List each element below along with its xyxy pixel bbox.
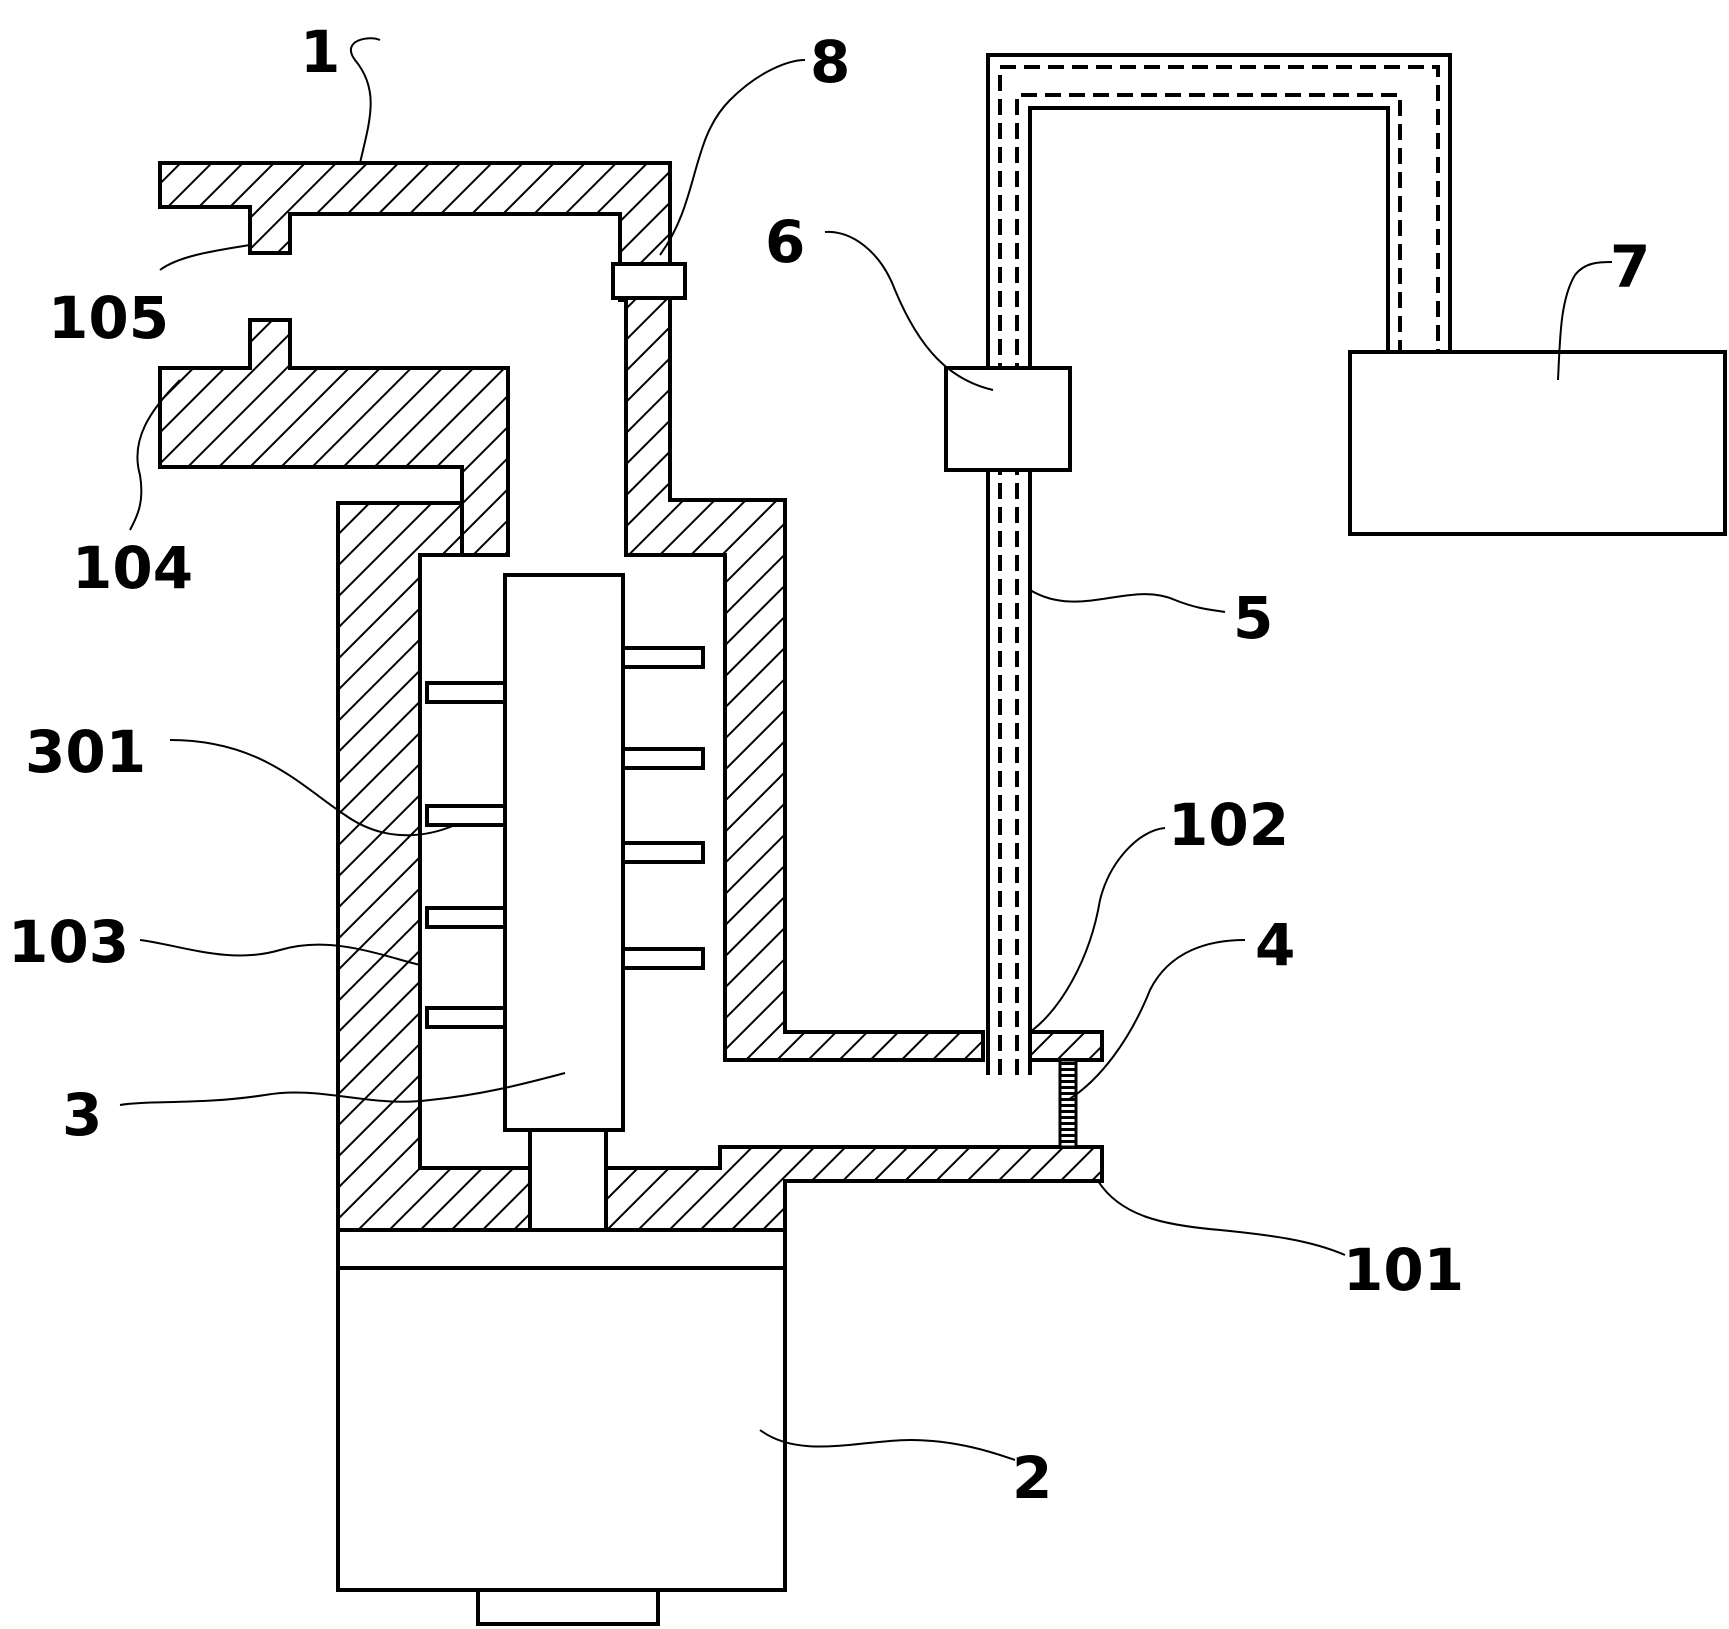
rotor-shaft — [528, 1128, 608, 1232]
clamp-8 — [611, 262, 687, 300]
rotor-3 — [425, 573, 705, 1232]
label-4: 4 — [1255, 911, 1295, 979]
tube-5 — [986, 53, 1452, 1075]
label-8: 8 — [810, 28, 850, 96]
label-104: 104 — [72, 534, 193, 602]
label-301: 301 — [25, 718, 146, 786]
plate-102 — [1028, 1030, 1104, 1062]
label-105: 105 — [48, 284, 169, 352]
housing-outer-wall — [158, 161, 1104, 1232]
blade-301 — [425, 1006, 507, 1029]
label-2: 2 — [1012, 1444, 1052, 1512]
label-102: 102 — [1168, 791, 1289, 859]
tank-7 — [1348, 350, 1727, 536]
label-7: 7 — [1610, 233, 1650, 301]
pump-6 — [944, 366, 1072, 472]
rotor-body — [503, 573, 625, 1132]
blade-301 — [621, 841, 705, 864]
label-3: 3 — [62, 1081, 102, 1149]
blade-301 — [621, 947, 705, 970]
label-1: 1 — [300, 18, 340, 86]
blade-301 — [621, 747, 705, 770]
leader-lines — [119, 37, 1613, 1461]
blade-301 — [621, 646, 705, 669]
label-103: 103 — [8, 908, 129, 976]
blade-301 — [425, 906, 507, 929]
reference-labels: 1 8 6 7 105 104 5 301 102 103 4 3 101 2 — [8, 18, 1650, 1512]
label-6: 6 — [765, 208, 805, 276]
blade-301 — [425, 681, 507, 704]
blade-301 — [425, 804, 507, 827]
motor-2 — [336, 1228, 787, 1626]
label-5: 5 — [1233, 584, 1273, 652]
spring-4 — [1058, 1058, 1078, 1149]
label-101: 101 — [1343, 1236, 1464, 1304]
